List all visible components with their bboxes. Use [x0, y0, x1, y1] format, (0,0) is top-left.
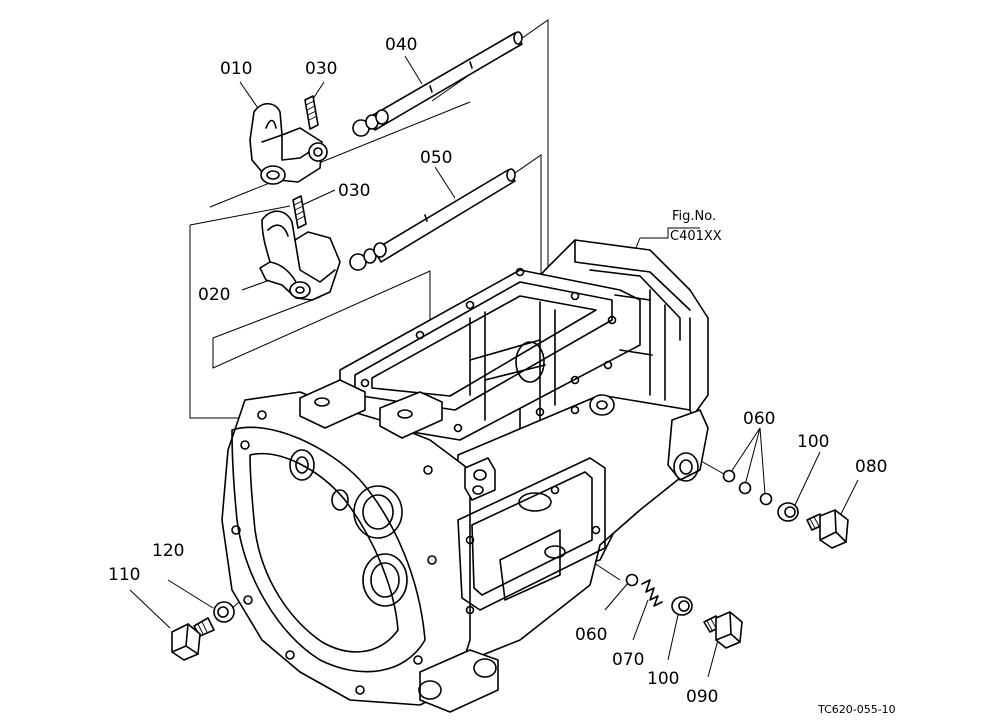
callout-080: 080: [855, 457, 887, 477]
figure-note: Fig.No.: [672, 209, 716, 224]
callout-050: 050: [420, 148, 452, 168]
shift-rod-040: [352, 31, 523, 137]
callout-120: 120: [152, 541, 184, 561]
detent-ball-060-lower: [625, 573, 639, 587]
callout-060-lower: 060: [575, 625, 607, 645]
bolt-110: [171, 617, 215, 661]
washer-100-lower: [671, 596, 693, 616]
callout-100-lower: 100: [647, 669, 679, 689]
callout-030-lower: 030: [338, 181, 370, 201]
shift-fork-020: [259, 210, 341, 301]
bolt-holes: [231, 267, 617, 695]
callout-030-upper: 030: [305, 59, 337, 79]
spring-pin-030-upper: [304, 95, 319, 130]
plug-bolt-080: [806, 509, 849, 549]
shift-fork-010: [249, 102, 328, 185]
drawing-code: TC620-055-10: [817, 703, 896, 716]
callout-020: 020: [198, 285, 230, 305]
callout-040: 040: [385, 35, 417, 55]
callout-070: 070: [612, 650, 644, 670]
callout-labels: 010 030 040 030 050 020 060 100 080 120 …: [108, 35, 887, 707]
callout-110: 110: [108, 565, 140, 585]
spring-070: [641, 579, 663, 607]
callout-060-right: 060: [743, 409, 775, 429]
spring-pin-030-lower: [292, 195, 307, 229]
washer-120: [213, 601, 235, 623]
plug-bolt-090: [703, 611, 743, 649]
transmission-case: [221, 239, 709, 713]
washer-100-right: [777, 502, 799, 522]
callout-090: 090: [686, 687, 718, 707]
callout-010: 010: [220, 59, 252, 79]
detent-balls-060-right: [722, 469, 773, 506]
callout-100-right: 100: [797, 432, 829, 452]
figure-ref: C401XX: [670, 229, 722, 244]
shift-rod-050: [349, 168, 516, 271]
figure-reference: Fig.No. C401XX: [670, 209, 722, 244]
